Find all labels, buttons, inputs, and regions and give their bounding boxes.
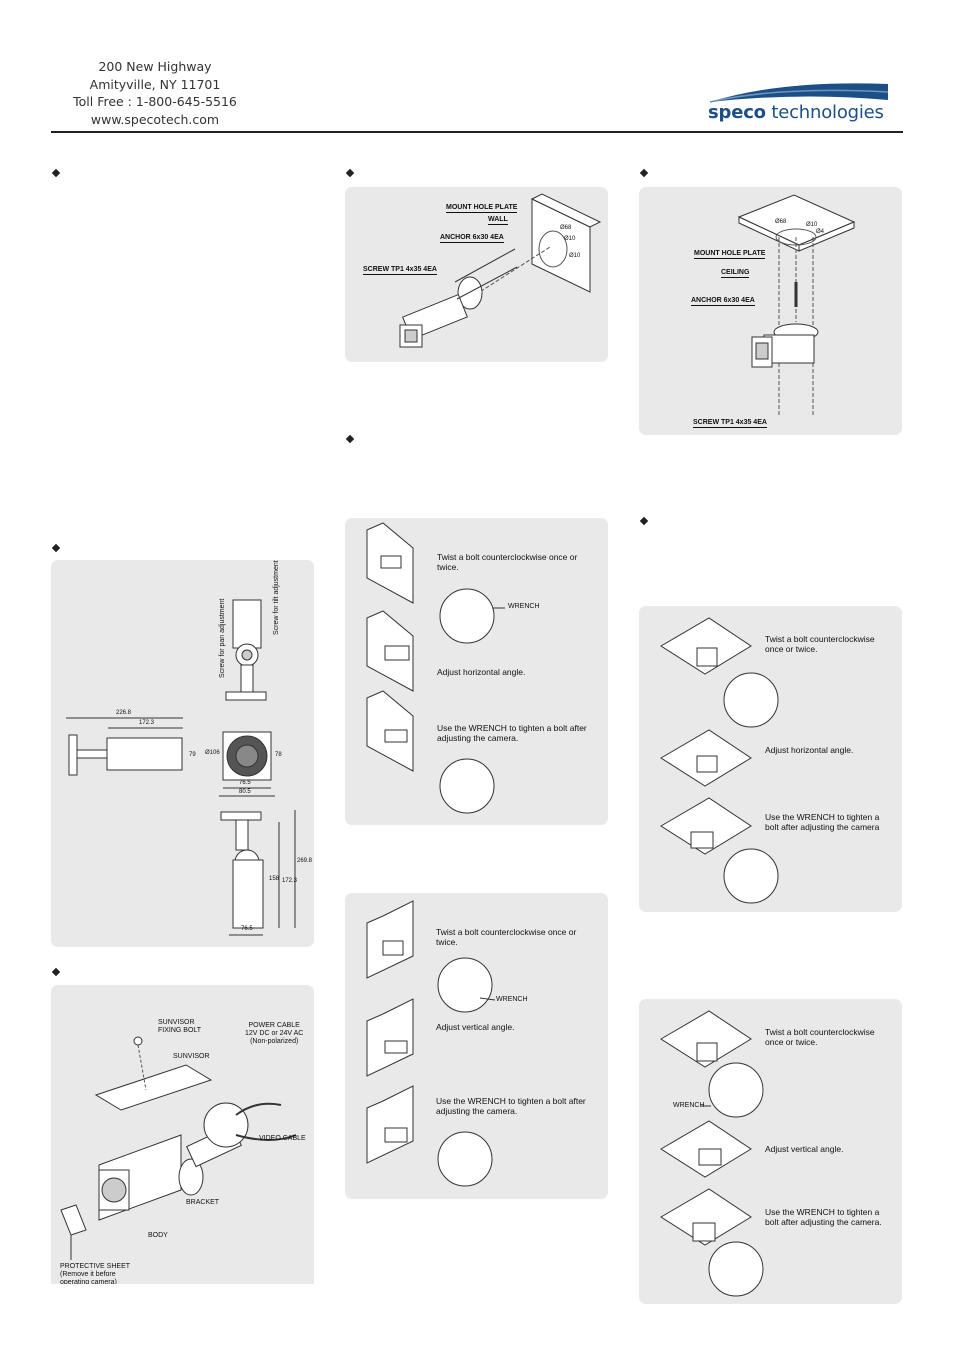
instruction-step3: Use the WRENCH to tighten a bolt after a… [765, 812, 880, 832]
instruction-step2: Adjust horizontal angle. [437, 667, 526, 677]
wall-tilt-adjustment-panel: Twist a bolt counterclockwise once or tw… [345, 893, 608, 1199]
address-street: 200 New Highway [98, 59, 212, 74]
dim-label: Ø106 [205, 750, 220, 756]
dim-label: 158 [269, 876, 280, 882]
label-mount-hole-plate: MOUNT HOLE PLATE [446, 204, 518, 213]
parts-panel: SUNVISOR FIXING BOLT SUNVISOR POWER CABL… [51, 985, 314, 1284]
dim-label: Ø4 [816, 229, 825, 235]
speco-logo: speco technologies [700, 78, 890, 128]
section-bullet [51, 543, 61, 553]
company-address: 200 New Highway Amityville, NY 11701 Tol… [60, 58, 250, 128]
instruction-step1: Twist a bolt counterclockwise once or tw… [765, 1027, 875, 1047]
label-video-cable: VIDEO CABLE [259, 1135, 306, 1142]
instruction-step1: Twist a bolt counterclockwise once or tw… [436, 927, 577, 947]
label-sunvisor-bolt: SUNVISOR FIXING BOLT [158, 1019, 202, 1034]
dimensions-panel: Screw for pan adjustment Screw for tilt … [51, 560, 314, 947]
logo-light: technologies [765, 102, 884, 123]
dim-label: 76.5 [241, 926, 253, 932]
ceiling-tilt-illustrations [660, 1010, 764, 1297]
instruction-step3: Use the WRENCH to tighten a bolt after a… [765, 1207, 882, 1227]
section-bullet [345, 434, 355, 444]
section-bullet [639, 516, 649, 526]
ceiling-tilt-adjustment-panel: Twist a bolt counterclockwise once or tw… [639, 999, 902, 1304]
header-divider [51, 131, 903, 133]
dim-label: 269.8 [297, 858, 313, 864]
section-bullet [51, 967, 61, 977]
dim-label: Ø10 [569, 253, 581, 259]
website-link[interactable]: www.specotech.com [90, 111, 220, 127]
instruction-step2: Adjust horizontal angle. [765, 745, 854, 755]
wall-pan-adjustment-panel: Twist a bolt counterclockwise once or tw… [345, 518, 608, 825]
dim-label: Ø10 [806, 222, 818, 228]
label-pan-screw: Screw for pan adjustment [219, 598, 226, 678]
label-protective-sheet: PROTECTIVE SHEET (Remove it before opera… [60, 1263, 131, 1284]
dim-label: Ø10 [564, 236, 576, 242]
label-ceiling: CEILING [721, 269, 750, 278]
dimension-drawings [66, 599, 296, 936]
dim-label: 78 [275, 752, 282, 758]
section-bullet [345, 168, 355, 178]
label-screw: SCREW TP1 4x35 4EA [363, 266, 437, 275]
label-wrench: WRENCH [673, 1102, 705, 1109]
instruction-step1: Twist a bolt counterclockwise once or tw… [437, 552, 578, 572]
dim-label: 79 [189, 752, 196, 758]
instruction-step3: Use the WRENCH to tighten a bolt after a… [436, 1096, 586, 1116]
dim-label: 226.8 [116, 710, 132, 716]
label-body: BODY [148, 1232, 168, 1239]
wall-mount-panel: MOUNT HOLE PLATE WALL ANCHOR 6x30 4EA SC… [345, 187, 608, 362]
instruction-step3: Use the WRENCH to tighten a bolt after a… [437, 723, 587, 743]
logo-text: speco technologies [708, 102, 884, 123]
section-bullet [51, 168, 61, 178]
instruction-step1: Twist a bolt counterclockwise once or tw… [765, 634, 875, 654]
dim-label: Ø68 [775, 219, 787, 225]
ceiling-pan-adjustment-panel: Twist a bolt counterclockwise once or tw… [639, 606, 902, 912]
wall-mount-illustration [399, 193, 602, 348]
address-city: Amityville, NY 11701 [89, 76, 221, 92]
section-bullet [639, 168, 649, 178]
logo-swoosh [709, 83, 889, 103]
label-screw: SCREW TP1 4x35 4EA [693, 419, 767, 428]
dim-label: 172.3 [139, 720, 155, 726]
label-wrench: WRENCH [496, 996, 528, 1003]
label-power-cable: POWER CABLE 12V DC or 24V AC (Non-polari… [245, 1022, 304, 1045]
dim-label: 80.5 [239, 789, 251, 795]
label-wall: WALL [488, 216, 508, 225]
label-sunvisor: SUNVISOR [173, 1053, 210, 1060]
label-bracket: BRACKET [186, 1199, 220, 1206]
wall-tilt-illustrations [366, 900, 496, 1187]
exploded-parts-illustration [60, 1036, 297, 1260]
wall-pan-illustrations [366, 522, 505, 814]
phone-number: Toll Free : 1-800-645-5516 [73, 94, 237, 109]
ceiling-mount-panel: MOUNT HOLE PLATE CEILING ANCHOR 6x30 4EA… [639, 187, 902, 435]
label-mount-hole-plate: MOUNT HOLE PLATE [694, 250, 766, 259]
label-anchor: ANCHOR 6x30 4EA [440, 234, 504, 243]
instruction-step2: Adjust vertical angle. [436, 1022, 515, 1032]
label-tilt-screw: Screw for tilt adjustment [273, 560, 280, 635]
label-wrench: WRENCH [508, 603, 540, 610]
logo-bold: speco [708, 102, 766, 123]
ceiling-mount-illustration [737, 194, 856, 417]
ceiling-pan-illustrations [660, 617, 779, 904]
instruction-step2: Adjust vertical angle. [765, 1144, 844, 1154]
label-anchor: ANCHOR 6x30 4EA [691, 297, 755, 306]
dim-label: Ø68 [560, 225, 572, 231]
dim-label: 172.3 [282, 878, 298, 884]
dim-label: 76.5 [239, 780, 251, 786]
